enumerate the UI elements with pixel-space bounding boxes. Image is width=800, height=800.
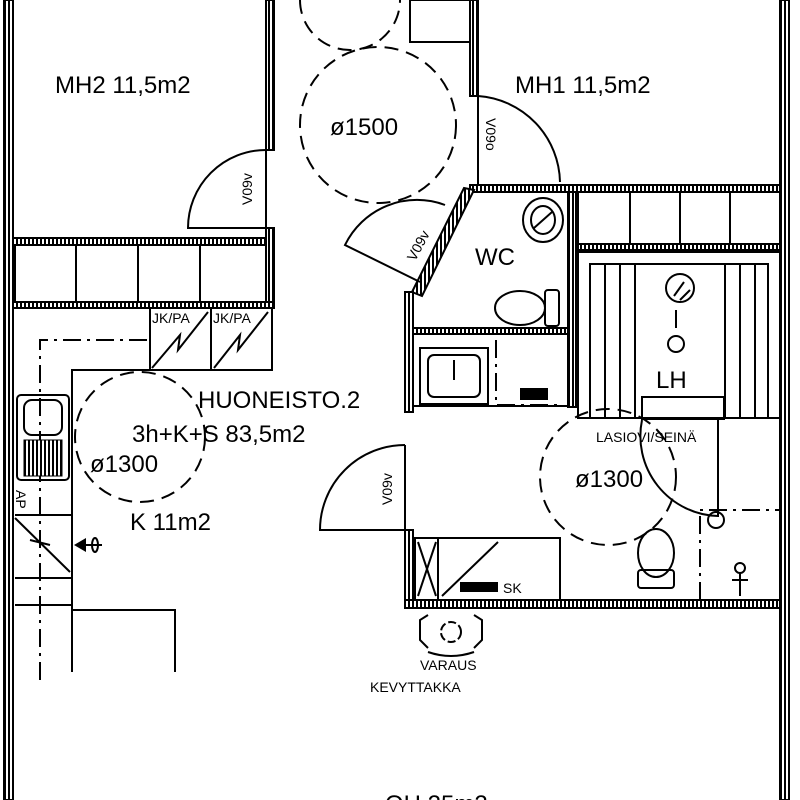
mh1-wall-left	[469, 0, 479, 97]
svg-text:V09v: V09v	[379, 473, 395, 505]
wc-wall-left	[404, 291, 414, 413]
room-label-mh1: MH1 11,5m2	[515, 72, 651, 99]
bath-door[interactable]: V09v	[318, 444, 406, 531]
outer-wall-left	[3, 0, 14, 800]
apartment-summary: 3h+K+S 83,5m2	[132, 421, 305, 448]
wc-diagonal-wall	[410, 186, 476, 298]
wc-sink-icon	[522, 197, 564, 243]
ap-label: AP	[13, 490, 29, 509]
sauna-room	[577, 251, 781, 420]
outer-wall-right	[779, 0, 790, 800]
apartment-label: HUONEISTO.2	[198, 387, 360, 414]
sk-label: SK	[503, 580, 522, 596]
shower-outline	[699, 509, 780, 600]
mh2-wall-right-lower	[265, 227, 275, 309]
svg-text:V09o: V09o	[483, 118, 499, 151]
room-label-wc: WC	[475, 244, 515, 271]
turning-circle-bathroom-label: ø1300	[575, 466, 643, 493]
glass-wall-label: LASIOVI/SEINÄ	[596, 429, 697, 445]
room-label-living: OH 25m2	[385, 791, 488, 800]
corridor-cabinet	[409, 0, 471, 43]
glass-door-swing[interactable]	[639, 419, 719, 518]
reserve-label: VARAUS	[420, 657, 477, 673]
mh1-door[interactable]: V09o	[477, 95, 561, 185]
mh2-wall-right	[265, 0, 275, 151]
room-label-lh: LH	[656, 367, 687, 394]
mh1-closets	[577, 191, 781, 251]
appliance-symbol	[14, 517, 71, 573]
fireplace-reserve-icon	[419, 614, 483, 657]
corridor-top-circle	[299, 0, 401, 51]
kitchen-cabinets-top	[149, 307, 273, 371]
bath-toilet-icon	[637, 528, 675, 589]
kitchen-upper-cabinet-line	[39, 339, 150, 680]
floor-drain-icon	[520, 388, 548, 400]
wc-wall-right	[567, 191, 577, 408]
turning-circle-corridor-label: ø1500	[330, 114, 398, 141]
turning-circle-corridor	[299, 46, 457, 204]
floor-drain-symbol	[732, 562, 748, 596]
wc-wall-bottom	[412, 327, 569, 335]
kitchen-island	[71, 605, 176, 672]
jkpa-label-2: JK/PA	[213, 310, 252, 326]
jkpa-label-1: JK/PA	[152, 310, 191, 326]
turning-circle-bathroom	[539, 408, 677, 546]
mh1-wall-bottom	[469, 184, 781, 193]
mh2-door[interactable]: V09v	[186, 149, 267, 229]
kitchen-sink-icon	[16, 394, 70, 481]
mh2-closets	[12, 237, 267, 303]
electric-outlet-icon	[74, 537, 102, 553]
room-label-kitchen: K 11m2	[130, 509, 211, 536]
kitchen-counter-outline	[15, 369, 150, 606]
fireplace-label: KEVYTTAKKA	[370, 679, 461, 695]
bath-wall-left	[404, 529, 414, 609]
turning-circle-kitchen	[74, 371, 206, 503]
bath-cabinets	[414, 537, 561, 601]
shower-head-icon	[707, 511, 725, 529]
svg-text:V09v: V09v	[239, 173, 255, 205]
wc-toilet-icon	[494, 289, 560, 327]
valve-icon	[460, 582, 498, 592]
turning-circle-kitchen-label: ø1300	[90, 451, 158, 478]
room-label-mh2: MH2 11,5m2	[55, 72, 191, 99]
bath-wall-bottom	[404, 599, 781, 609]
laundry-sink-icon	[419, 347, 489, 405]
